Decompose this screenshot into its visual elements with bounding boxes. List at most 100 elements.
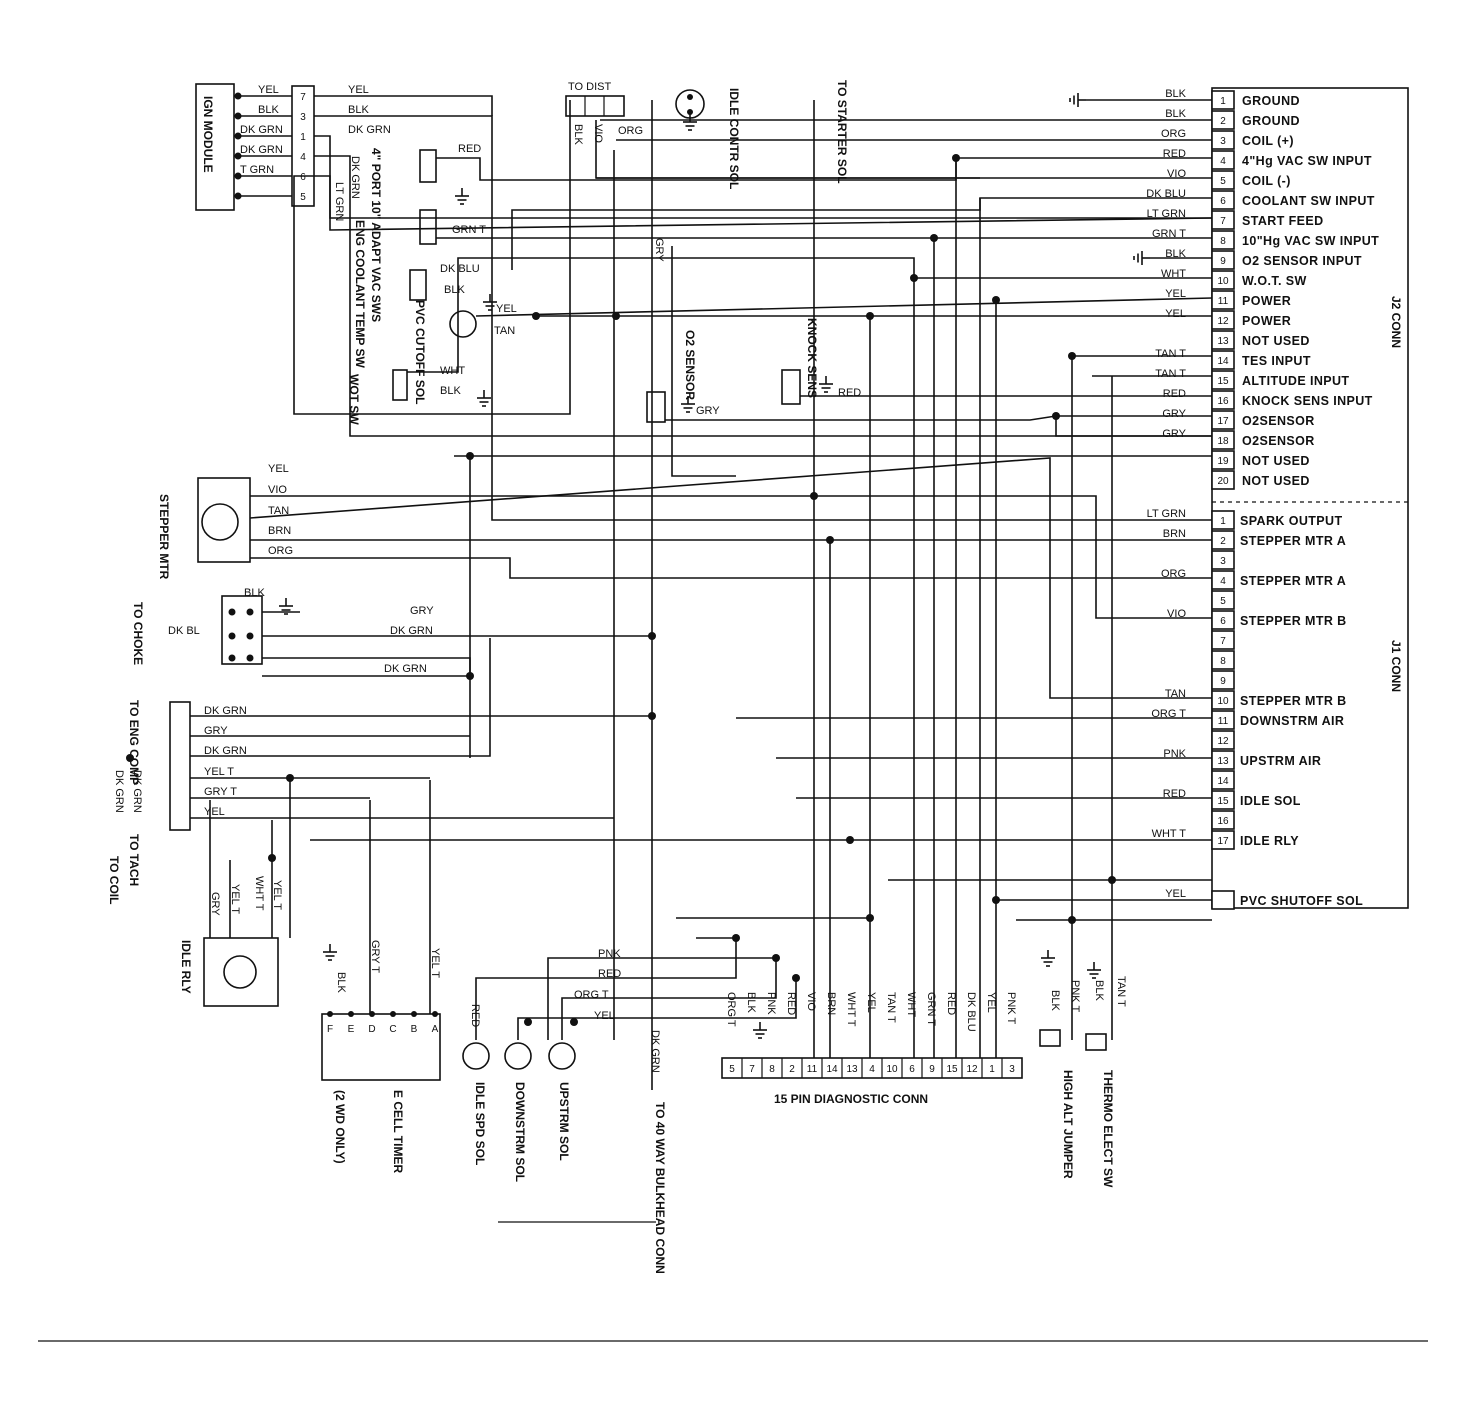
wire-label-blk: BLK: [444, 284, 465, 296]
j2-pin-number: 15: [1217, 376, 1229, 387]
choke-wire-dk-grn2: DK GRN: [384, 663, 427, 675]
j2-pin-number: 6: [1220, 196, 1226, 207]
diag-pin-wire: DK BLU: [965, 992, 977, 1032]
ground-icon: [1087, 962, 1101, 979]
j1-pin-cell: [1211, 730, 1235, 750]
junction-dot: [866, 914, 874, 922]
wire-label-red2: RED: [838, 387, 861, 399]
pvc-cutoff-sol: PVC CUTOFF SOL: [413, 300, 477, 404]
ign-pin-wire: YEL: [258, 84, 279, 96]
j2-pin-function: O2SENSOR: [1242, 414, 1315, 428]
j1-pin-function: DOWNSTRM AIR: [1240, 714, 1344, 728]
wire-label-gry2: GRY: [653, 238, 665, 262]
j2-pin-function: COIL (+): [1242, 134, 1294, 148]
j2-connector-title: J2 CONN: [1389, 296, 1403, 348]
junction-dot: [910, 274, 918, 282]
j2-pin-number: 5: [1220, 176, 1226, 187]
j2-pin-number: 14: [1217, 356, 1229, 367]
ign-module-connector: [291, 85, 315, 207]
wire-label-grn-t: GRN T: [452, 224, 486, 236]
thermo-sw-symbol: [1085, 1033, 1107, 1051]
j1-connector-title: J1 CONN: [1389, 640, 1403, 692]
junction-dot: [792, 974, 800, 982]
j2-pin-cell: [1211, 250, 1235, 270]
j2-pin-number: 16: [1217, 396, 1229, 407]
diag-connector-box: [721, 1057, 1023, 1079]
e-cell-pin: A: [432, 1024, 439, 1035]
j2-pin-wire: DK BLU: [1146, 188, 1186, 200]
e-cell-pin: D: [368, 1024, 375, 1035]
j2-pin-number: 11: [1218, 296, 1229, 307]
diag-pin-wire: GRN T: [925, 992, 937, 1026]
coolant-temp-sw-label: ENG COOLANT TEMP SW: [353, 220, 367, 368]
j2-pin-wire: YEL: [1165, 308, 1186, 320]
j1-pin-cell: [1211, 570, 1235, 590]
j2-pin-wire: BLK: [1165, 88, 1186, 100]
junction-dot: [466, 452, 474, 460]
ign-pin-wire: DK GRN: [240, 144, 283, 156]
diag-pin-wire: RED: [945, 992, 957, 1015]
wire-layer: [190, 95, 1213, 1090]
wire: [517, 978, 797, 1040]
diag-pin-number: 3: [1009, 1064, 1015, 1075]
e-cell-timer-box: [321, 1013, 441, 1081]
j2-pin-number: 8: [1220, 236, 1226, 247]
junction-dot: [732, 934, 740, 942]
comp-wire-gry-t: GRY T: [204, 786, 237, 798]
diag-pin-number: 5: [729, 1064, 735, 1075]
j2-pin-function: TES INPUT: [1242, 354, 1311, 368]
dist-wire-vio: VIO: [592, 124, 604, 143]
j2-pin-function: GROUND: [1242, 114, 1300, 128]
j1-pin-cell: [1211, 710, 1235, 730]
ign-out-wire: DK GRN: [348, 124, 391, 136]
j1-pin-wire: VIO: [1167, 608, 1186, 620]
j2-pin-function: POWER: [1242, 314, 1291, 328]
junction-dot: [992, 296, 1000, 304]
j1-pin-number: 4: [1220, 576, 1226, 587]
j2-pin-wire: RED: [1163, 148, 1186, 160]
comp-wire-yel: YEL: [204, 806, 225, 818]
j2-pin-number: 17: [1217, 416, 1229, 427]
j2-pin-wire: GRY: [1162, 428, 1186, 440]
e-cell-pin: C: [389, 1024, 396, 1035]
to-coil-label: TO COIL: [107, 856, 121, 904]
j1-pin-cell: [1211, 690, 1235, 710]
thermo-label: THERMO ELECT SW: [1101, 1070, 1115, 1188]
ign-pin-wire: DK GRN: [240, 124, 283, 136]
j1-pin-function: STEPPER MTR B: [1240, 614, 1347, 628]
j2-pin-function: O2 SENSOR INPUT: [1242, 254, 1362, 268]
diag-pin-wire: RED: [785, 992, 797, 1015]
junction-dot: [612, 312, 620, 320]
eng-comp-connector-box: [169, 701, 191, 831]
j2-pin-cell: [1211, 470, 1235, 490]
j1-pin-function: IDLE SOL: [1240, 794, 1301, 808]
choke-wire-gry: GRY: [410, 605, 434, 617]
diag-pin-wire: TAN T: [885, 992, 897, 1023]
upstrm-sol-label: UPSTRM SOL: [557, 1082, 571, 1161]
wire: [511, 197, 1212, 270]
j1-pin-cell: [1211, 750, 1235, 770]
diag-pin-number: 2: [789, 1064, 795, 1075]
j2-pin-cell: [1211, 350, 1235, 370]
j2-pin-number: 20: [1217, 476, 1229, 487]
j2-pin-cell: [1211, 270, 1235, 290]
pvc-cutoff-sol-symbol: [449, 310, 477, 338]
junction-dot: [992, 896, 1000, 904]
diag-pin-number: 4: [869, 1064, 875, 1075]
j2-pin-wire: VIO: [1167, 168, 1186, 180]
knock-sensor-label: KNOCK SENS: [805, 318, 819, 398]
wire-label-tan: TAN: [494, 325, 515, 337]
junction-dot: [810, 492, 818, 500]
sol-wire-pnk: PNK: [598, 948, 621, 960]
junction-dot: [826, 536, 834, 544]
j1-pin-wire: ORG T: [1151, 708, 1186, 720]
j1-pin-number: 2: [1220, 536, 1226, 547]
wot-sw-label: WOT SW: [347, 374, 361, 425]
diag-pin-wire: YEL: [865, 992, 877, 1013]
knock-sensor: KNOCK SENS: [781, 318, 819, 405]
